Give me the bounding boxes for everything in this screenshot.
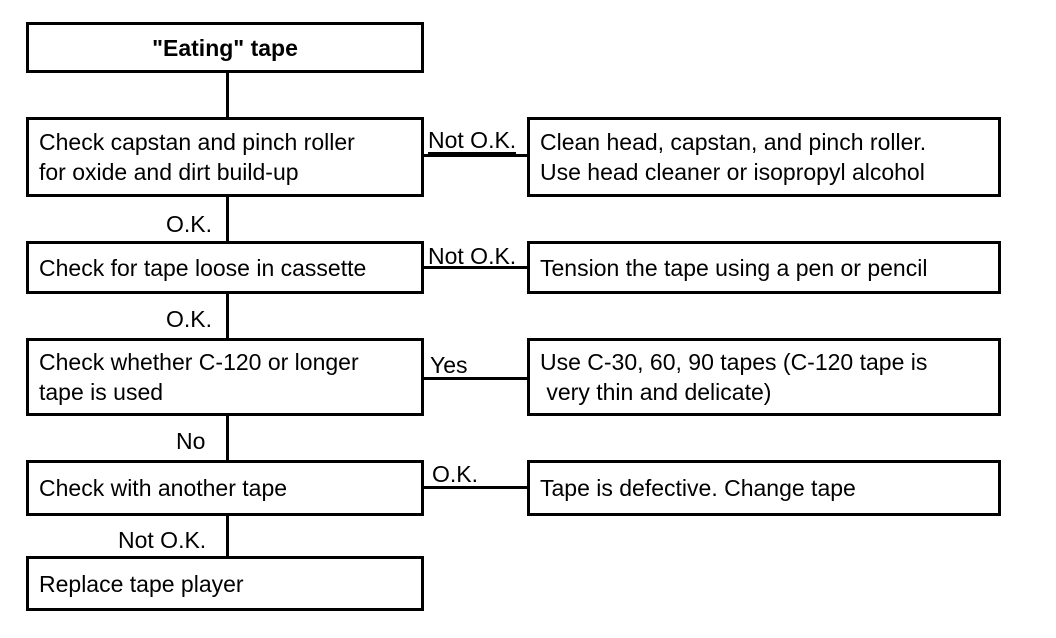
start-node-eating-tape: "Eating" tape (26, 22, 424, 73)
node-text-line: Check capstan and pinch roller (39, 129, 355, 155)
connector-loose-to-c120 (226, 291, 229, 341)
tension-tape-node: Tension the tape using a pen or pencil (527, 241, 1001, 294)
node-text-line: Check for tape loose in cassette (39, 254, 367, 281)
node-text-line: Use C-30, 60, 90 tapes (C-120 tape is (540, 349, 928, 375)
node-text-line: for oxide and dirt build-up (39, 159, 299, 185)
connector-loose-to-tension (420, 266, 530, 269)
node-text-line: tape is used (39, 379, 164, 405)
edge-label-another-not-ok: Not O.K. (118, 527, 207, 553)
node-text-line: Use head cleaner or isopropyl alcohol (540, 159, 925, 185)
connector-another-to-defective (420, 486, 530, 489)
edge-label-capstan-ok: O.K. (166, 211, 213, 237)
edge-label-capstan-not-ok: Not O.K. (428, 127, 517, 155)
replace-tape-player-node: Replace tape player (26, 556, 424, 611)
edge-label-loose-ok: O.K. (166, 306, 213, 332)
check-loose-node: Check for tape loose in cassette (26, 241, 424, 294)
edge-label-c120-yes: Yes (430, 352, 468, 378)
check-another-tape-node: Check with another tape (26, 460, 424, 516)
node-text-line: Check with another tape (39, 475, 288, 501)
connector-c120-to-use-shorter (420, 377, 530, 380)
edge-label-c120-no: No (176, 428, 206, 454)
clean-head-node: Clean head, capstan, and pinch roller. U… (527, 117, 1001, 197)
check-capstan-node: Check capstan and pinch roller for oxide… (26, 117, 424, 197)
check-c120-node: Check whether C-120 or longer tape is us… (26, 338, 424, 416)
node-text-line: Replace tape player (39, 570, 244, 597)
tape-defective-node: Tape is defective. Change tape (527, 460, 1001, 516)
node-text-line: Check whether C-120 or longer (39, 349, 359, 375)
connector-c120-to-another (226, 413, 229, 463)
edge-label-loose-not-ok: Not O.K. (428, 243, 517, 269)
connector-capstan-to-loose (226, 194, 229, 244)
node-text-line: Tension the tape using a pen or pencil (540, 254, 928, 281)
connector-capstan-to-clean (420, 154, 530, 157)
use-shorter-tapes-node: Use C-30, 60, 90 tapes (C-120 tape is ve… (527, 338, 1001, 416)
node-text-line: Tape is defective. Change tape (540, 475, 856, 501)
edge-label-another-ok: O.K. (432, 461, 479, 487)
connector-start-to-capstan (226, 70, 229, 120)
node-text-line: "Eating" tape (152, 34, 298, 61)
node-text-line: very thin and delicate) (540, 379, 772, 405)
node-text-line: Clean head, capstan, and pinch roller. (540, 129, 927, 155)
connector-another-to-replace (226, 513, 229, 559)
